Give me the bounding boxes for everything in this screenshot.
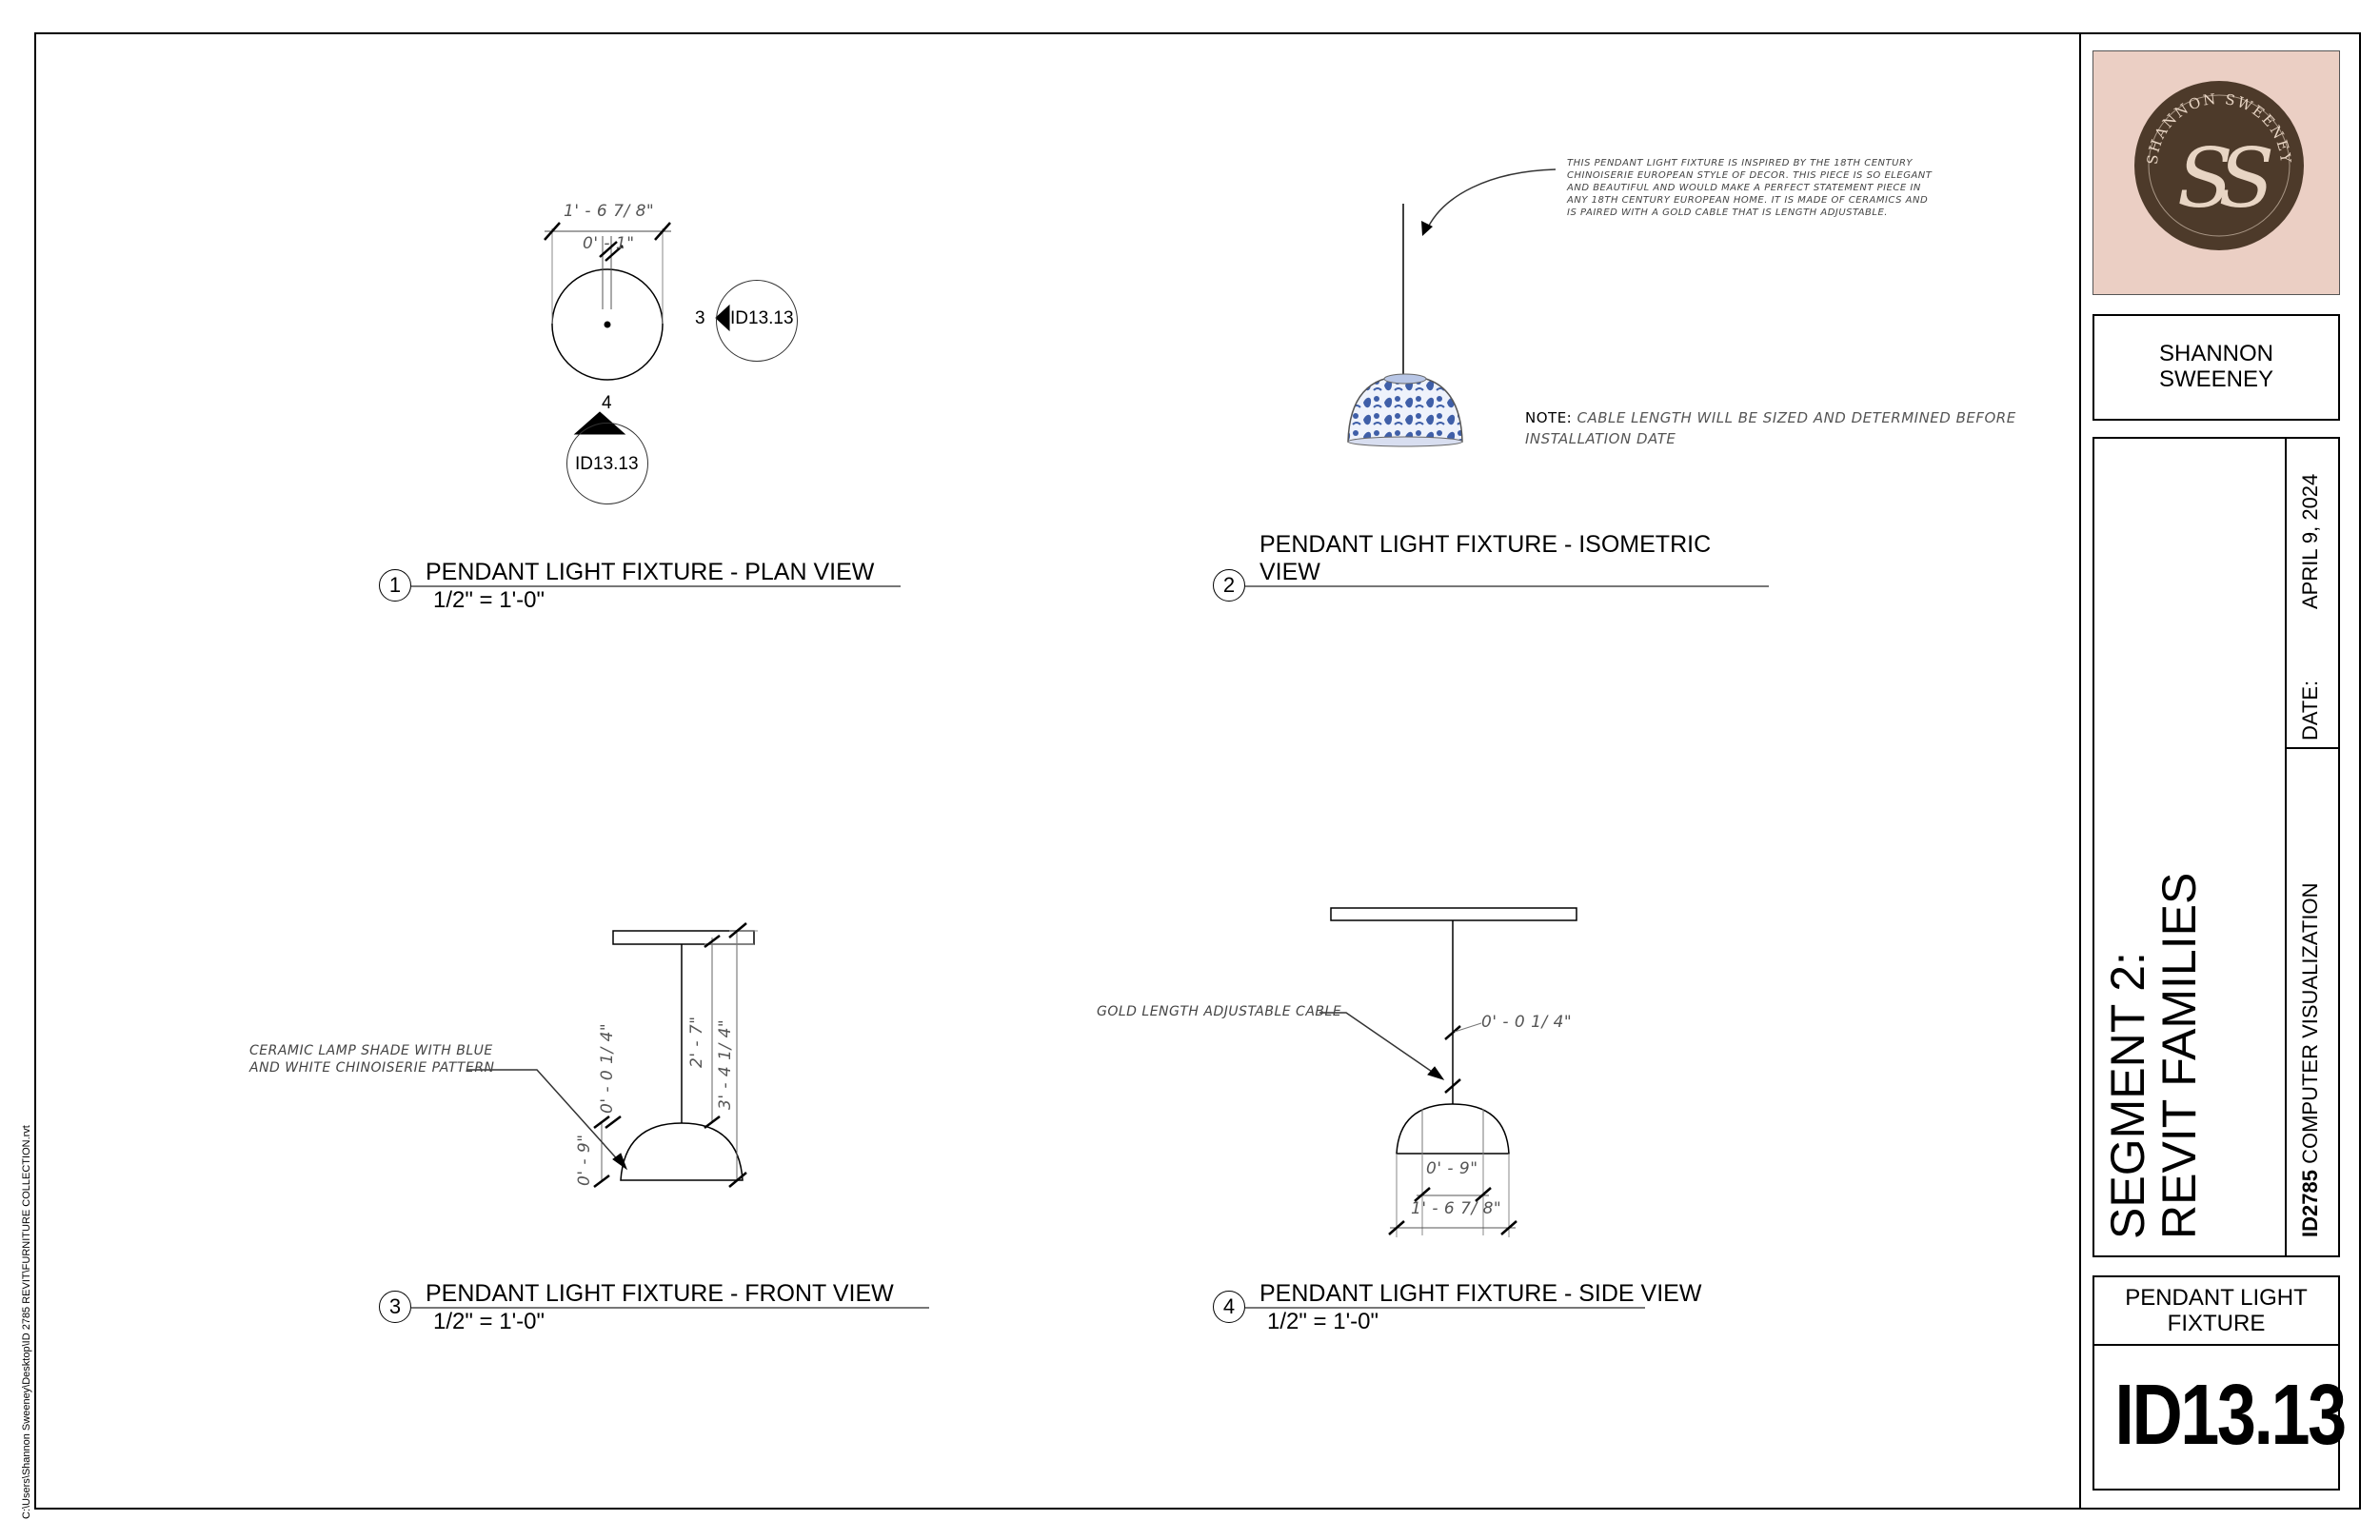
iso-note-label: NOTE:	[1525, 409, 1573, 426]
plan-dim-cable: 0' - 1"	[583, 234, 635, 253]
plan-cable-point	[604, 321, 611, 328]
logo-initials: SS	[2177, 131, 2271, 227]
course-code: ID2785	[2298, 1170, 2322, 1237]
iso-note: NOTE: CABLE LENGTH WILL BE SIZED AND DET…	[1525, 407, 2016, 449]
side-lamp-shade	[1396, 1103, 1510, 1155]
course-label: ID2785 COMPUTER VISUALIZATION	[2297, 883, 2324, 1237]
side-ceiling-canopy	[1330, 907, 1577, 921]
view-3-number: 3	[379, 1291, 411, 1323]
side-callout-leader	[1319, 1012, 1438, 1076]
view-1-title-rule	[411, 585, 901, 587]
front-dim-drop: 2' - 7"	[687, 1016, 706, 1068]
view-3-scale: 1/2" = 1'-0"	[433, 1309, 545, 1334]
side-dim-cable-dia: 0' - 0 1/ 4"	[1481, 1013, 1573, 1032]
view-4-title: PENDANT LIGHT FIXTURE - SIDE VIEW	[1259, 1280, 1702, 1307]
plan-tag-right-number: 3	[695, 308, 705, 328]
date-label: DATE:	[2298, 680, 2322, 740]
iso-lamp-shade	[1347, 375, 1463, 443]
logo-mark: SHANNON SWEENEY SS	[2144, 90, 2292, 237]
date-field-divider	[2285, 747, 2340, 749]
front-dim-total: 3' - 4 1/ 4"	[716, 1018, 735, 1110]
view-1-title: PENDANT LIGHT FIXTURE - PLAN VIEW	[426, 559, 875, 585]
front-callout-line-1: CERAMIC LAMP SHADE WITH BLUE	[249, 1043, 493, 1058]
sheet-title: PENDANT LIGHT FIXTURE	[2092, 1285, 2340, 1336]
iso-description-line-4: ANY 18TH CENTURY EUROPEAN HOME. IT IS MA…	[1567, 195, 1929, 206]
segment-title-line-1: SEGMENT 2:	[2101, 952, 2154, 1239]
view-3-title-rule	[411, 1307, 929, 1309]
view-4-number: 4	[1213, 1291, 1245, 1323]
iso-view-drawing	[1347, 168, 1557, 447]
sheet-border	[34, 32, 2361, 1510]
view-4-scale: 1/2" = 1'-0"	[1267, 1309, 1379, 1334]
side-view-drawing	[1319, 907, 1577, 1237]
date-value: APRIL 9, 2024	[2298, 473, 2322, 609]
sheet-title-line-2: FIXTURE	[2167, 1311, 2266, 1336]
titleblock-divider	[2079, 32, 2081, 1510]
plan-tag-right[interactable]	[716, 280, 798, 362]
front-lamp-shade	[620, 1122, 744, 1181]
side-dim-overall: 1' - 6 7/ 8"	[1411, 1199, 1502, 1218]
iso-description-line-1: THIS PENDANT LIGHT FIXTURE IS INSPIRED B…	[1567, 158, 1914, 168]
side-callout: GOLD LENGTH ADJUSTABLE CABLE	[1097, 1004, 1342, 1019]
iso-note-line-1: CABLE LENGTH WILL BE SIZED AND DETERMINE…	[1577, 409, 2016, 426]
logo: SHANNON SWEENEY SS	[2134, 81, 2304, 250]
designer-box	[2092, 314, 2340, 421]
view-1-scale: 1/2" = 1'-0"	[433, 587, 545, 613]
plan-tag-right-sheet: ID13.13	[730, 308, 794, 328]
segment-title-line-2: REVIT FAMILIES	[2152, 872, 2206, 1239]
side-dim-inner: 0' - 9"	[1426, 1159, 1478, 1178]
iso-description-line-2: CHINOISERIE EUROPEAN STYLE OF DECOR. THI…	[1567, 170, 1933, 181]
view-3-title: PENDANT LIGHT FIXTURE - FRONT VIEW	[426, 1280, 894, 1307]
view-2-title-rule	[1245, 585, 1769, 587]
front-callout: CERAMIC LAMP SHADE WITH BLUE AND WHITE C…	[249, 1042, 495, 1076]
plan-fixture-outline	[551, 268, 664, 381]
view-2-title-line-2: VIEW	[1259, 559, 1320, 585]
sheet-title-divider	[2092, 1344, 2340, 1346]
view-2-title-line-1: PENDANT LIGHT FIXTURE - ISOMETRIC	[1259, 531, 1712, 558]
iso-description-line-5: IS PAIRED WITH A GOLD CABLE THAT IS LENG…	[1567, 207, 1888, 218]
designer-name-line-2: SWEENEY	[2158, 366, 2274, 392]
view-1-number: 1	[379, 569, 411, 602]
iso-description: THIS PENDANT LIGHT FIXTURE IS INSPIRED B…	[1567, 157, 1932, 219]
plan-dim-overall: 1' - 6 7/ 8"	[564, 202, 655, 221]
front-dim-shade-h: 0' - 9"	[575, 1134, 594, 1186]
front-ceiling-canopy	[612, 930, 755, 945]
front-callout-line-2: AND WHITE CHINOISERIE PATTERN	[249, 1060, 495, 1076]
plan-tag-bottom[interactable]	[566, 423, 648, 504]
designer-name-line-1: SHANNON	[2158, 341, 2273, 366]
iso-description-line-3: AND BEAUTIFUL AND WOULD MAKE A PERFECT S…	[1567, 183, 1921, 193]
front-view-drawing	[466, 922, 758, 1188]
designer-name: SHANNON SWEENEY	[2092, 341, 2340, 392]
date-column-divider	[2285, 437, 2287, 1257]
plan-tag-bottom-sheet: ID13.13	[575, 454, 639, 474]
sheet-title-line-1: PENDANT LIGHT	[2125, 1285, 2308, 1311]
view-2-number: 2	[1213, 569, 1245, 602]
plan-tag-bottom-number: 4	[602, 393, 612, 413]
front-dim-cable-dia: 0' - 0 1/ 4"	[598, 1022, 617, 1114]
iso-description-leader	[1425, 168, 1557, 232]
iso-note-line-2: INSTALLATION DATE	[1525, 430, 1676, 447]
course-name: COMPUTER VISUALIZATION	[2298, 882, 2322, 1171]
sheet-number: ID13.13	[2114, 1368, 2347, 1463]
view-4-title-rule	[1245, 1307, 1645, 1309]
sheet-title-box	[2092, 1275, 2340, 1491]
project-info-box	[2092, 437, 2340, 1257]
front-callout-leader	[466, 1069, 622, 1164]
